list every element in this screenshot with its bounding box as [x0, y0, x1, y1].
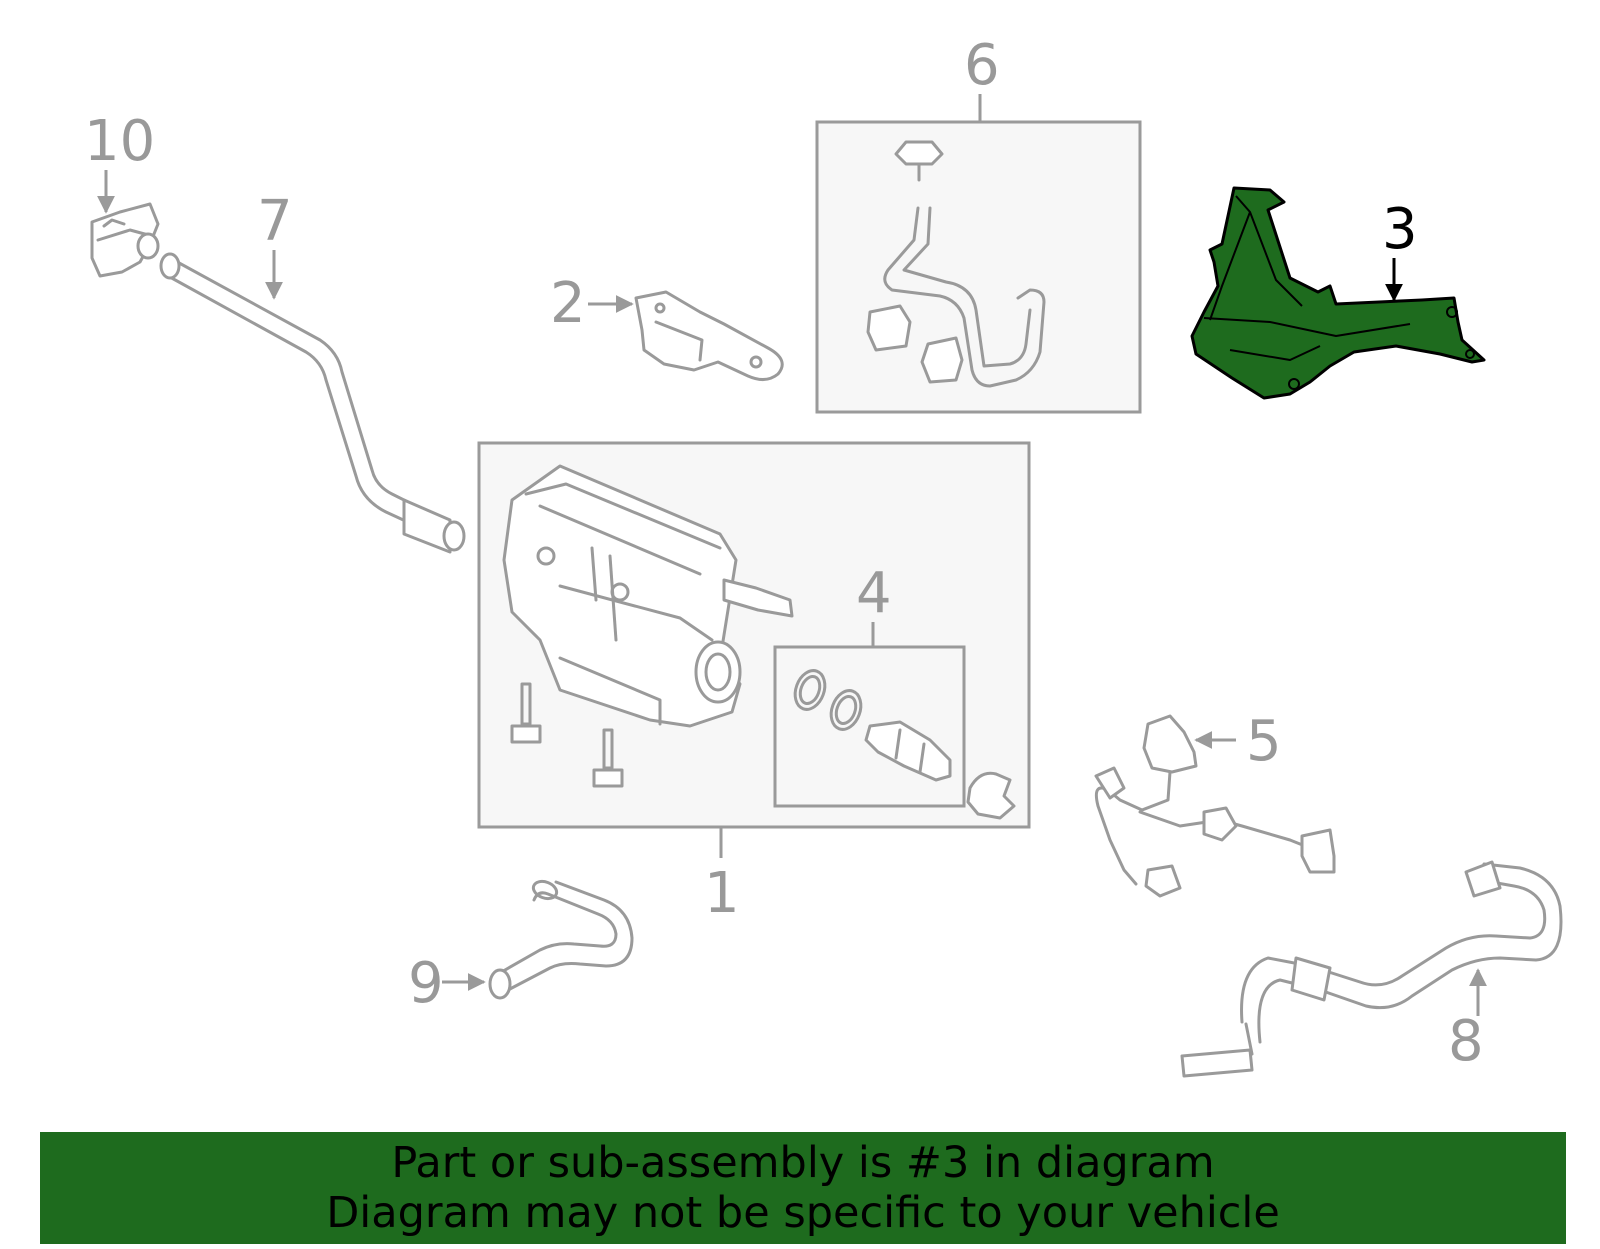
- callout-2: 2: [550, 271, 586, 336]
- callout-4: 4: [856, 561, 892, 626]
- callout-1: 1: [704, 861, 740, 926]
- part-6-hose-kit[interactable]: [866, 140, 1046, 388]
- part-1-bolt-left[interactable]: [510, 682, 542, 744]
- callout-9: 9: [408, 951, 444, 1016]
- callout-5: 5: [1246, 709, 1282, 774]
- part-7-hose[interactable]: [159, 252, 466, 554]
- callout-6: 6: [964, 33, 1000, 98]
- part-1-clip[interactable]: [966, 771, 1016, 820]
- part-1-bolt-right[interactable]: [592, 728, 624, 788]
- part-10-connector[interactable]: [90, 202, 160, 278]
- part-1-charcoal-canister[interactable]: [502, 464, 794, 728]
- part-2-bracket[interactable]: [634, 290, 784, 381]
- callout-8: 8: [1448, 1009, 1484, 1074]
- part-4-seal-kit[interactable]: [790, 666, 952, 782]
- callout-3: 3: [1382, 197, 1418, 262]
- part-6-box[interactable]: [815, 120, 1142, 414]
- part-8-purge-hose[interactable]: [1180, 860, 1563, 1078]
- info-banner: Part or sub-assembly is #3 in diagram Di…: [40, 1132, 1566, 1244]
- callout-7: 7: [257, 189, 293, 254]
- part-5-wiring-harness[interactable]: [1094, 714, 1336, 898]
- part-9-hose[interactable]: [488, 878, 634, 1000]
- banner-line-1: Part or sub-assembly is #3 in diagram: [391, 1138, 1215, 1188]
- part-3-canister-bracket[interactable]: [1190, 186, 1486, 400]
- callout-10: 10: [84, 109, 155, 174]
- banner-line-2: Diagram may not be specific to your vehi…: [326, 1188, 1280, 1238]
